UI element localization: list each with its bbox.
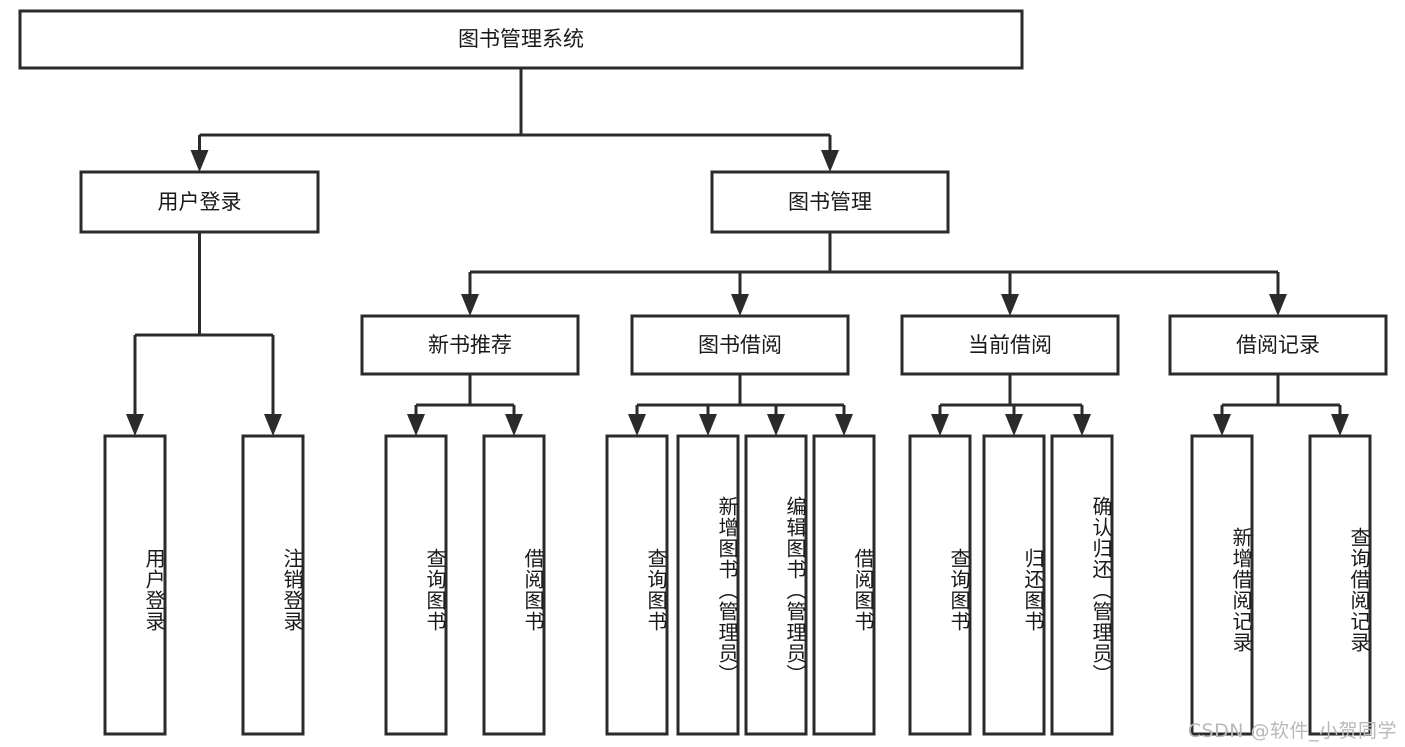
arrowhead-leaf-query-book-2 [628, 414, 646, 436]
arrowhead-leaf-add-record [1213, 414, 1231, 436]
node-box-leaf-query-book-1 [384, 434, 448, 736]
arrowhead-leaf-logout [264, 414, 282, 436]
arrowhead-leaf-add-book [699, 414, 717, 436]
node-box-leaf-confirm-return [1050, 434, 1114, 736]
arrowhead-book-manage [821, 150, 839, 172]
node-layer [18, 9, 1388, 736]
arrowhead-user-login [190, 150, 209, 172]
arrowhead-borrow-record [1269, 294, 1287, 316]
arrowhead-leaf-return-book [1005, 414, 1023, 436]
connector-layer [126, 68, 1349, 436]
arrowhead-leaf-borrow-book-1 [505, 414, 523, 436]
arrowhead-new-book-rec [461, 294, 479, 316]
arrowhead-leaf-confirm-return [1073, 414, 1091, 436]
node-box-root [18, 9, 1024, 70]
arrowhead-leaf-user-login [126, 414, 144, 436]
node-box-borrow-record [1168, 314, 1388, 376]
node-box-leaf-user-login [103, 434, 167, 736]
arrowhead-leaf-borrow-book-2 [835, 414, 853, 436]
node-box-leaf-return-book [982, 434, 1046, 736]
node-box-user-login [79, 170, 320, 234]
node-box-leaf-add-record [1190, 434, 1254, 736]
node-box-new-book-rec [360, 314, 580, 376]
node-box-leaf-query-book-2 [605, 434, 669, 736]
node-box-leaf-borrow-book-1 [482, 434, 546, 736]
node-box-leaf-query-book-3 [908, 434, 972, 736]
arrowhead-current-borrow [1001, 294, 1019, 316]
node-box-book-borrow [630, 314, 850, 376]
arrowhead-leaf-query-book-3 [931, 414, 949, 436]
node-box-leaf-logout [241, 434, 305, 736]
node-box-leaf-borrow-book-2 [812, 434, 876, 736]
node-box-leaf-query-record [1308, 434, 1372, 736]
arrowhead-leaf-edit-book [767, 414, 785, 436]
node-box-leaf-add-book [676, 434, 740, 736]
node-box-book-manage [710, 170, 950, 234]
arrowhead-leaf-query-book-1 [407, 414, 425, 436]
arrowhead-leaf-query-record [1331, 414, 1349, 436]
arrowhead-book-borrow [731, 294, 749, 316]
node-box-leaf-edit-book [744, 434, 808, 736]
node-box-current-borrow [900, 314, 1120, 376]
